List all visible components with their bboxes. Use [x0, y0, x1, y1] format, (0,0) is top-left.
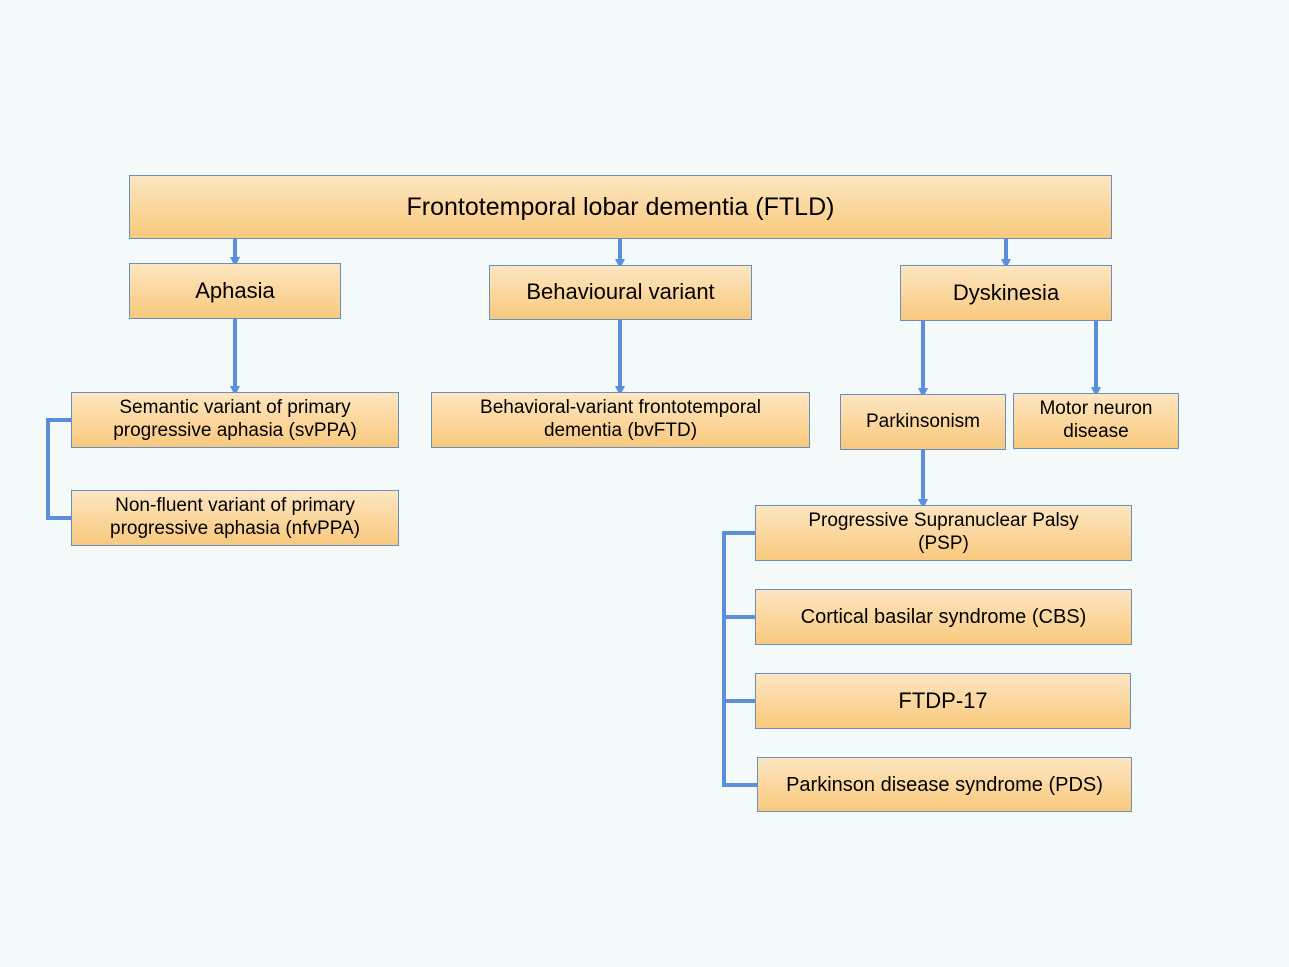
bvftd-node-label: Behavioral-variant frontotemporal dement… [480, 397, 761, 441]
bvftd-node: Behavioral-variant frontotemporal dement… [431, 392, 810, 448]
cbs-node: Cortical basilar syndrome (CBS) [755, 589, 1132, 645]
nfvppa-node-label: Non-fluent variant of primary progressiv… [110, 495, 360, 539]
ftdp17-node-label: FTDP-17 [898, 687, 988, 713]
ftdp17-node: FTDP-17 [755, 673, 1131, 729]
psp-node: Progressive Supranuclear Palsy (PSP) [755, 505, 1132, 561]
pds-node-label: Parkinson disease syndrome (PDS) [786, 773, 1103, 796]
root-node-label: Frontotemporal lobar dementia (FTLD) [406, 193, 835, 221]
motor-neuron-disease-node: Motor neuron disease [1013, 393, 1179, 449]
pds-node: Parkinson disease syndrome (PDS) [757, 757, 1132, 812]
aphasia-node: Aphasia [129, 263, 341, 319]
bracket-aphasia-variants [46, 418, 71, 520]
svppa-node: Semantic variant of primary progressive … [71, 392, 399, 448]
dyskinesia-node: Dyskinesia [900, 265, 1112, 321]
nfvppa-node: Non-fluent variant of primary progressiv… [71, 490, 399, 546]
root-node: Frontotemporal lobar dementia (FTLD) [129, 175, 1112, 239]
aphasia-node-label: Aphasia [195, 277, 275, 303]
behavioural-node: Behavioural variant [489, 265, 752, 320]
parkinsonism-node: Parkinsonism [840, 394, 1006, 450]
svppa-node-label: Semantic variant of primary progressive … [113, 397, 357, 441]
cbs-node-label: Cortical basilar syndrome (CBS) [800, 606, 1087, 628]
dyskinesia-node-label: Dyskinesia [952, 279, 1060, 305]
parkinsonism-node-label: Parkinsonism [865, 410, 981, 432]
psp-node-label: Progressive Supranuclear Palsy (PSP) [808, 510, 1079, 554]
behavioural-node-label: Behavioural variant [526, 279, 715, 305]
bracket-parkinsonism-variants [722, 531, 757, 787]
motor-neuron-disease-node-label: Motor neuron disease [1039, 398, 1153, 442]
